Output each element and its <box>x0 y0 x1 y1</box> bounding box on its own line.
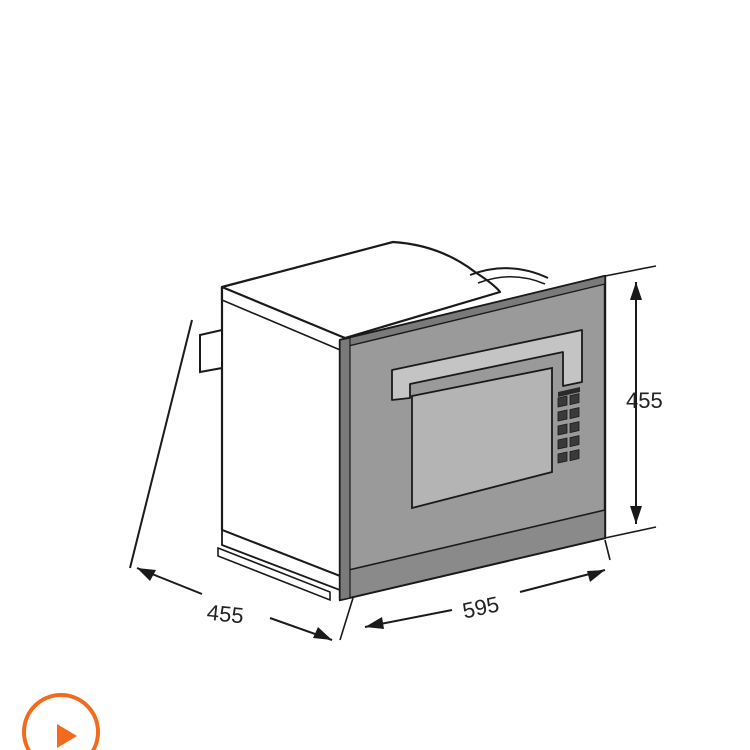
keypad-button <box>557 409 568 422</box>
keypad-button <box>569 449 580 462</box>
oven-window <box>411 366 553 510</box>
oven-bottom-rail-lower <box>217 546 331 602</box>
oven-side-body <box>220 285 347 580</box>
keypad-button <box>557 451 568 464</box>
oven-control-keypad <box>557 387 580 464</box>
mounting-bracket <box>199 328 223 374</box>
depth-dimension-label: 455 <box>206 600 245 629</box>
play-button[interactable] <box>22 693 100 750</box>
keypad-display <box>558 387 580 397</box>
keypad-button <box>557 395 568 408</box>
width-dimension: 595 <box>364 539 611 629</box>
oven-back-ridge <box>469 267 549 279</box>
play-icon <box>57 724 77 748</box>
oven-top-cover <box>220 240 502 340</box>
oven-side-seam <box>221 299 346 353</box>
keypad-button <box>569 435 580 448</box>
width-dimension-label: 595 <box>460 591 501 623</box>
oven-back-ridge-inner <box>477 275 546 285</box>
keypad-button <box>557 423 568 436</box>
keypad-button <box>569 407 580 420</box>
keypad-button <box>569 393 580 406</box>
height-dimension-label: 455 <box>626 388 663 413</box>
oven-door-handle <box>391 329 583 401</box>
keypad-button <box>557 437 568 450</box>
oven-front-side-edge <box>339 337 351 601</box>
keypad-button <box>569 421 580 434</box>
height-dimension: 455 <box>604 265 663 539</box>
depth-dimension: 455 <box>129 319 354 641</box>
